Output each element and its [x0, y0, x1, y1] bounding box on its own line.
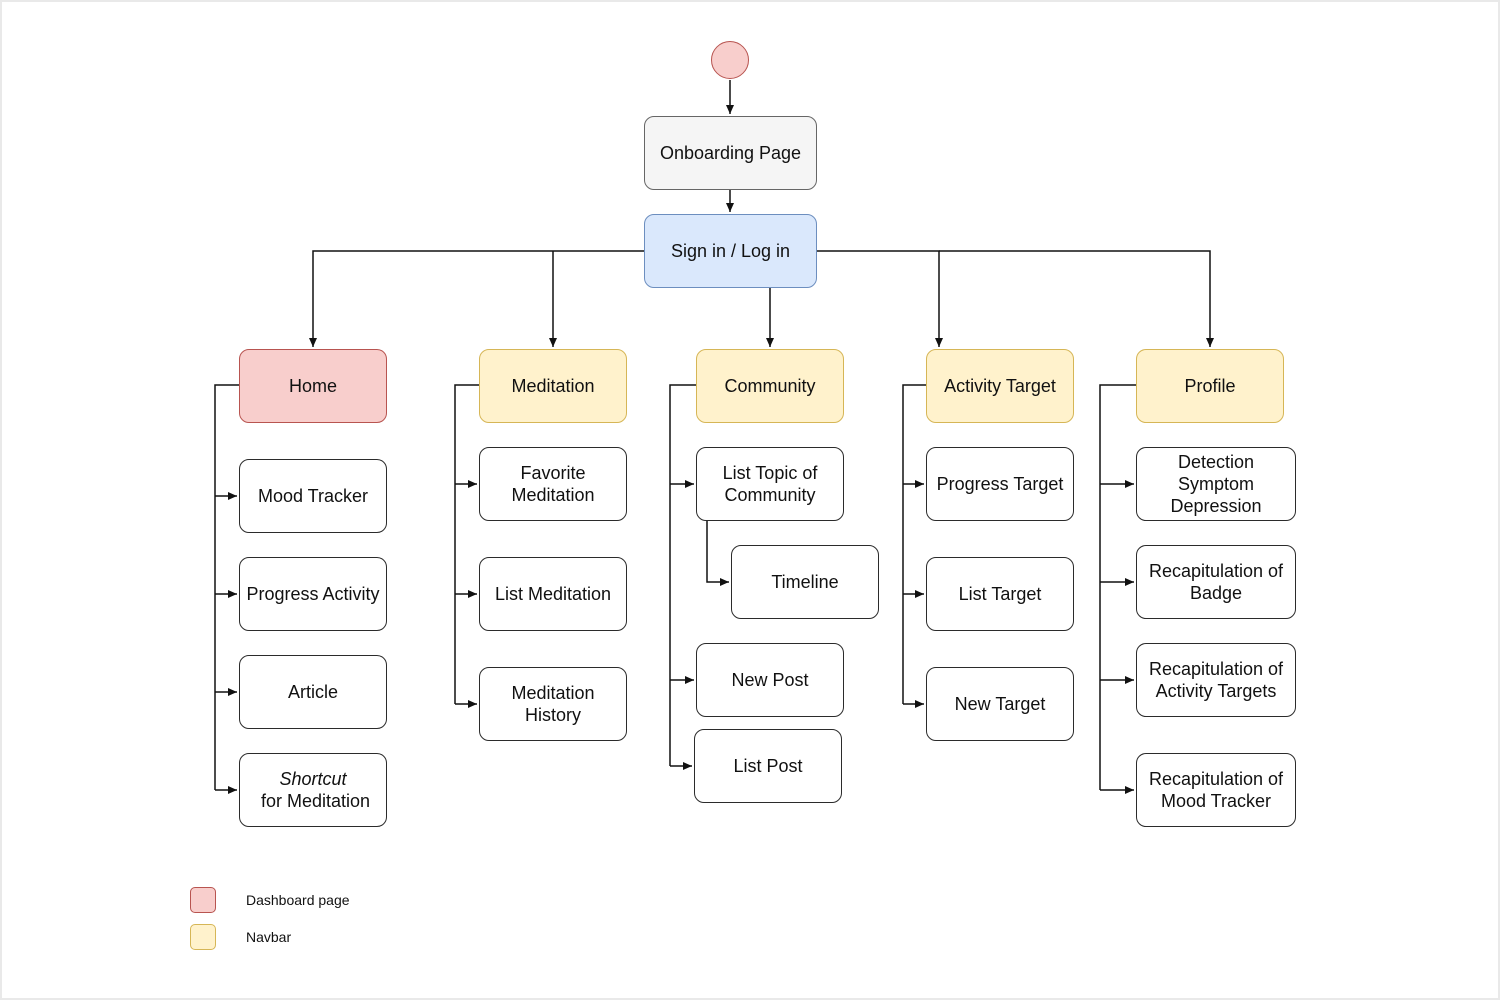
edge-community-spine	[669, 384, 696, 766]
shortcut-rest: for Meditation	[255, 791, 371, 811]
edge-profile-spine	[1099, 384, 1136, 790]
community-node: Community	[696, 349, 844, 423]
list-target-node: List Target	[926, 557, 1074, 631]
shortcut-meditation-node: Shortcut for Meditation	[239, 753, 387, 827]
new-post-node: New Post	[696, 643, 844, 717]
home-node: Home	[239, 349, 387, 423]
legend-dashboard-swatch	[190, 887, 216, 913]
meditation-history-node: Meditation History	[479, 667, 627, 741]
edge-home-spine	[214, 384, 239, 790]
edge-meditation-spine	[454, 384, 479, 704]
progress-target-node: Progress Target	[926, 447, 1074, 521]
edge-signin-home	[309, 250, 644, 347]
legend-navbar-label: Navbar	[246, 929, 292, 945]
timeline-node: Timeline	[731, 545, 879, 619]
activity-target-node: Activity Target	[926, 349, 1074, 423]
shortcut-emphasis: Shortcut	[279, 769, 347, 789]
list-meditation-node: List Meditation	[479, 557, 627, 631]
recap-mood-tracker-node: Recapitulation of Mood Tracker	[1136, 753, 1296, 827]
list-topic-community-node: List Topic of Community	[696, 447, 844, 521]
new-target-node: New Target	[926, 667, 1074, 741]
profile-node: Profile	[1136, 349, 1284, 423]
progress-activity-node: Progress Activity	[239, 557, 387, 631]
favorite-meditation-node: Favorite Meditation	[479, 447, 627, 521]
edge-signin-profile	[939, 250, 1214, 347]
recap-activity-targets-node: Recapitulation of Activity Targets	[1136, 643, 1296, 717]
detection-symptom-node: Detection Symptom Depression	[1136, 447, 1296, 521]
legend-dashboard-label: Dashboard page	[246, 892, 350, 908]
mood-tracker-node: Mood Tracker	[239, 459, 387, 533]
legend-navbar-swatch	[190, 924, 216, 950]
edge-signin-activity	[817, 250, 943, 347]
meditation-node: Meditation	[479, 349, 627, 423]
recap-badge-node: Recapitulation of Badge	[1136, 545, 1296, 619]
signin-node: Sign in / Log in	[644, 214, 817, 288]
edge-activity-spine	[902, 384, 926, 704]
edge-topic-timeline	[706, 520, 729, 586]
onboarding-node: Onboarding Page	[644, 116, 817, 190]
start-node	[711, 41, 749, 79]
list-post-node: List Post	[694, 729, 842, 803]
article-node: Article	[239, 655, 387, 729]
